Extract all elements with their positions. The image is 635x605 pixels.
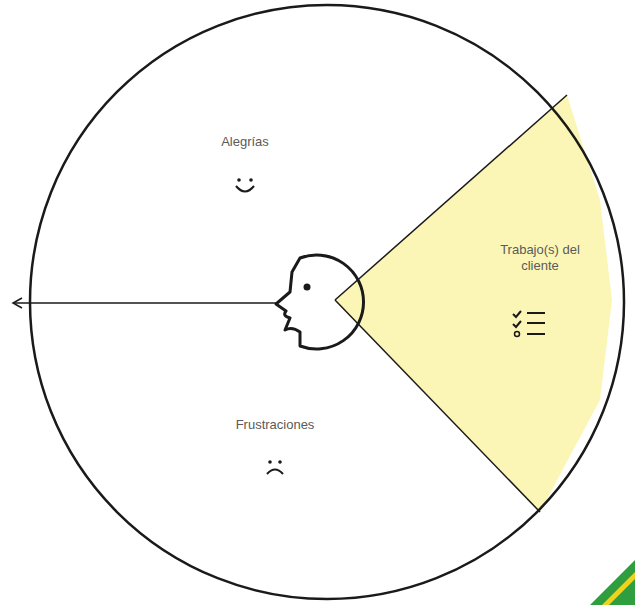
sector-label: Trabajo(s) del cliente [496,242,584,274]
profile-circle [30,5,624,599]
arrow-head [13,298,22,308]
customer-head [276,255,364,349]
checklist-icon [513,311,545,337]
profile-sector: Alegrías [217,132,273,152]
jobs-sector: Trabajo(s) del cliente [492,240,588,276]
frown-icon [267,460,283,474]
smile-icon [236,178,254,191]
profile-sector: Frustraciones [232,415,319,435]
head-eye [304,284,311,291]
divider-arrow [14,302,278,304]
corner-stripe [602,572,635,605]
corner-mark [590,560,635,605]
sector-label: Alegrías [221,134,269,150]
jobs-wedge [335,95,612,512]
sector-label: Frustraciones [236,417,315,433]
wedge-edge [335,300,540,512]
